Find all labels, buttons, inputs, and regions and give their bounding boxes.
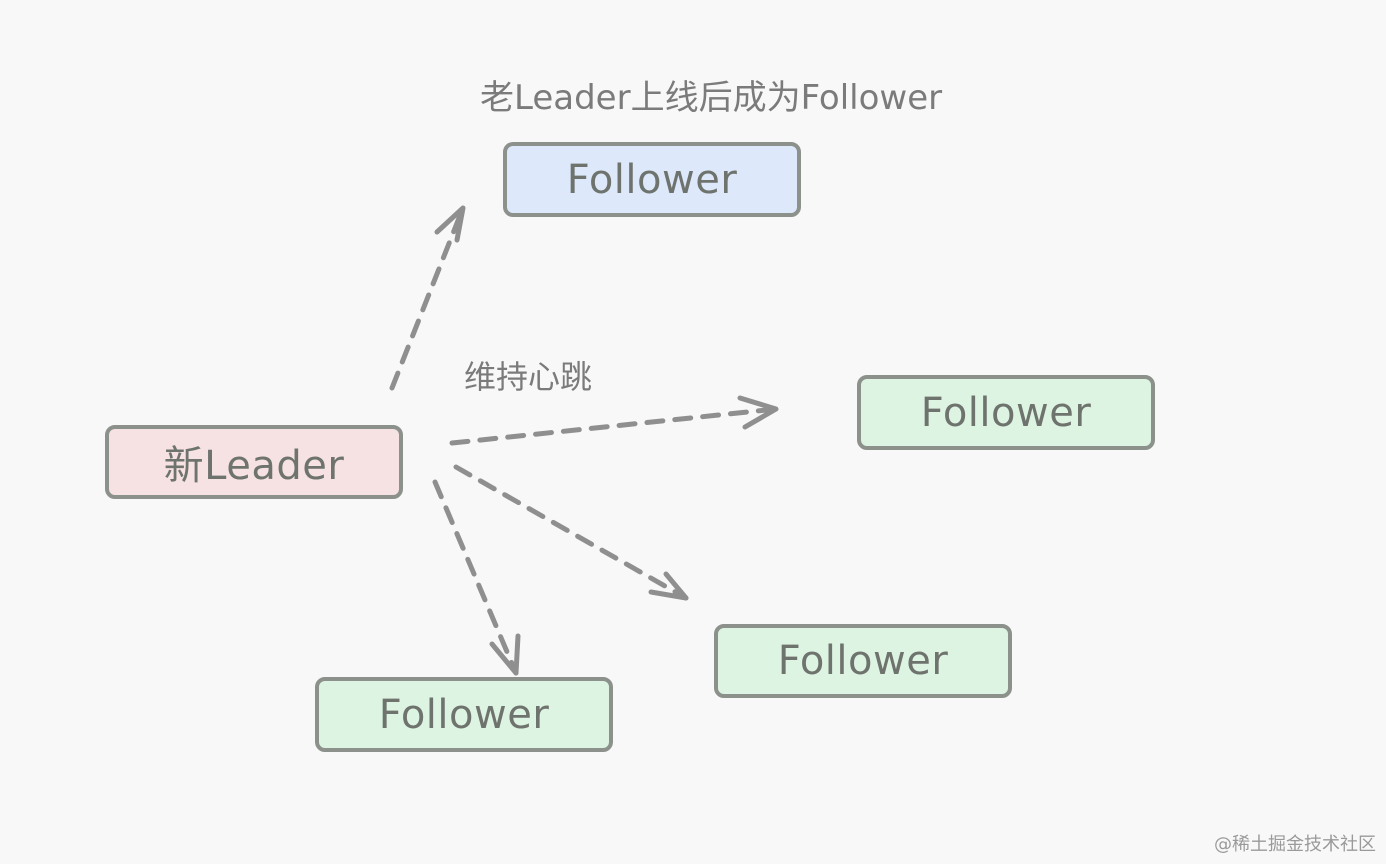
middle-follower-node: Follower [714, 624, 1012, 698]
old-leader-follower-label: Follower [566, 156, 738, 203]
middle-follower-label: Follower [777, 638, 949, 684]
arrow-to-middle-follower [453, 464, 689, 601]
bottom-follower-node: Follower [315, 677, 613, 752]
old-leader-caption: 老Leader上线后成为Follower [480, 78, 943, 118]
old-leader-follower-node: Follower [503, 142, 801, 217]
heartbeat-label: 维持心跳 [464, 358, 593, 396]
new-leader-label: 新Leader [163, 443, 345, 489]
new-leader-node: 新Leader [105, 425, 403, 499]
right-follower-label: Follower [920, 389, 1092, 436]
arrow-to-old-leader-follower [389, 205, 466, 391]
arrow-to-right-follower [449, 395, 779, 446]
arrow-to-bottom-follower [432, 479, 521, 676]
bottom-follower-label: Follower [378, 691, 550, 738]
right-follower-node: Follower [857, 375, 1155, 450]
source-watermark: @稀土掘金技术社区 [1214, 834, 1376, 855]
